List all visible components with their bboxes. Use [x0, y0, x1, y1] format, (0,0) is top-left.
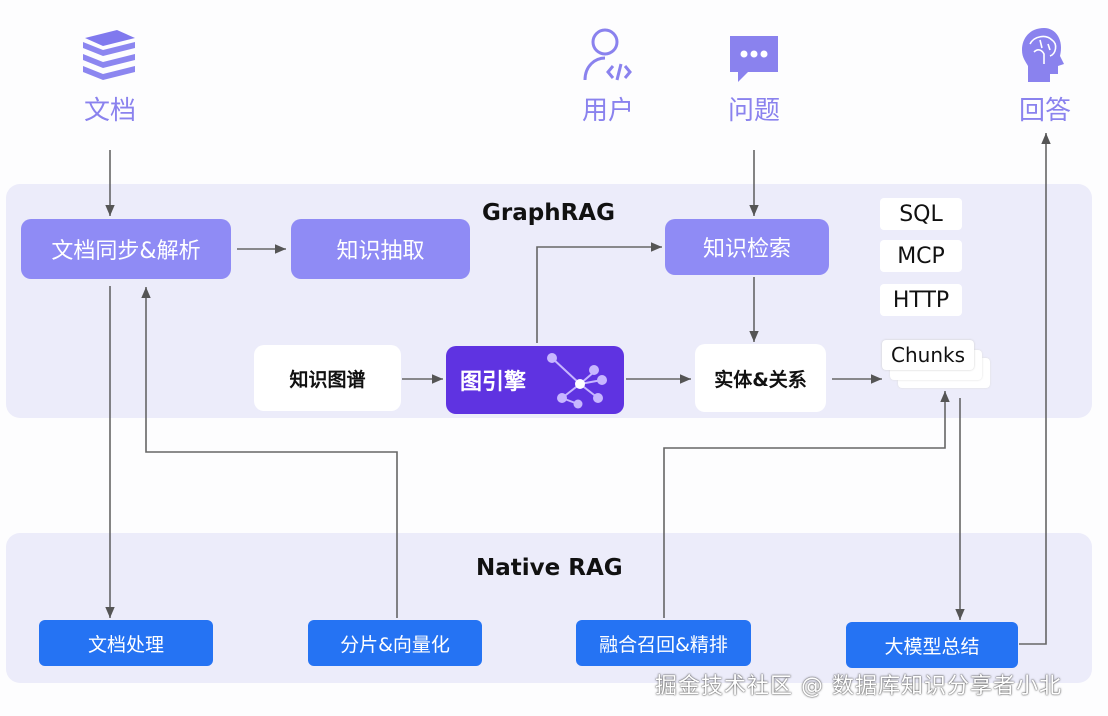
arrow-chunkvec-to-sync [141, 287, 398, 618]
arrow-engine-to-retrieve [536, 242, 662, 343]
actor-answer: 回答 [985, 20, 1105, 127]
graphrag-title: GraphRAG [482, 200, 615, 226]
tag-mcp: MCP [880, 240, 962, 272]
user-label: 用户 [581, 96, 634, 126]
doc-sync-parse-node: 文档同步&解析 [21, 219, 231, 279]
tag-http: HTTP [880, 284, 962, 316]
user-code-icon [548, 20, 668, 84]
arrow-fusion-to-chunks [663, 391, 950, 618]
actor-docs: 文档 [50, 20, 170, 127]
chunks-node: Chunks [882, 340, 974, 370]
doc-process-node: 文档处理 [39, 620, 213, 666]
actor-user: 用户 [548, 20, 668, 127]
chat-bubble-icon [694, 20, 814, 84]
brain-head-icon [985, 20, 1105, 84]
native-rag-title: Native RAG [476, 555, 623, 581]
question-label: 问题 [727, 96, 780, 126]
chunk-vectorize-node: 分片&向量化 [308, 620, 482, 666]
llm-summary-node: 大模型总结 [846, 622, 1018, 668]
books-icon [50, 20, 170, 84]
fusion-rerank-node: 融合召回&精排 [576, 620, 751, 666]
knowledge-graph-node: 知识图谱 [254, 345, 401, 411]
actor-question: 问题 [694, 20, 814, 127]
answer-label: 回答 [1018, 96, 1071, 126]
docs-label: 文档 [83, 96, 136, 126]
arrow-llm-to-answer [1019, 133, 1051, 645]
graph-engine-label: 图引擎 [460, 370, 527, 395]
knowledge-retrieve-node: 知识检索 [665, 219, 829, 275]
tag-sql: SQL [880, 198, 962, 230]
network-graph-icon [547, 353, 607, 409]
watermark: 掘金技术社区 @ 数据库知识分享者小北 [655, 674, 1062, 699]
entity-relation-node: 实体&关系 [695, 344, 826, 412]
graph-engine-node: 图引擎 [446, 346, 624, 414]
knowledge-extract-node: 知识抽取 [291, 219, 470, 279]
